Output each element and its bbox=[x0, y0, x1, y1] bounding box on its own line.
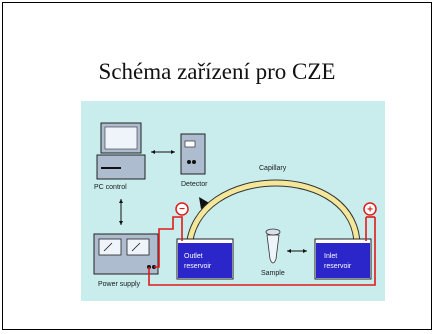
inlet-label-line1: Inlet bbox=[324, 253, 337, 260]
svg-text:+: + bbox=[367, 205, 373, 216]
detector-icon bbox=[180, 133, 206, 175]
plus-electrode-icon: + bbox=[363, 202, 377, 216]
capillary-tube bbox=[186, 180, 360, 250]
outlet-label-line1: Outlet bbox=[184, 253, 203, 260]
outlet-label-line2: reservoir bbox=[184, 263, 212, 270]
detector-label: Detector bbox=[181, 181, 208, 188]
minus-electrode-icon: − bbox=[175, 202, 189, 216]
power-supply-icon bbox=[93, 233, 159, 275]
cze-schematic: PC control Detector bbox=[81, 101, 385, 301]
pc-control-label: PC control bbox=[94, 184, 127, 191]
outlet-reservoir bbox=[176, 238, 234, 280]
inlet-label-line2: reservoir bbox=[324, 263, 352, 270]
sample-tube-icon bbox=[265, 228, 281, 264]
capillary-label: Capillary bbox=[259, 165, 287, 172]
double-arrow-icon bbox=[151, 150, 175, 154]
double-arrow-icon bbox=[287, 249, 307, 253]
power-supply-label: Power supply bbox=[98, 281, 141, 288]
arrow-pointer-icon bbox=[199, 197, 211, 209]
double-arrow-icon bbox=[119, 199, 123, 225]
slide-title: Schéma zařízení pro CZE bbox=[98, 59, 336, 84]
electrical-wires bbox=[148, 216, 376, 286]
inlet-reservoir bbox=[314, 238, 372, 280]
computer-monitor-icon bbox=[96, 122, 146, 180]
sample-label: Sample bbox=[261, 270, 285, 277]
svg-text:−: − bbox=[179, 204, 185, 215]
slide: Schéma zařízení pro CZE PC control Detec… bbox=[2, 2, 432, 330]
